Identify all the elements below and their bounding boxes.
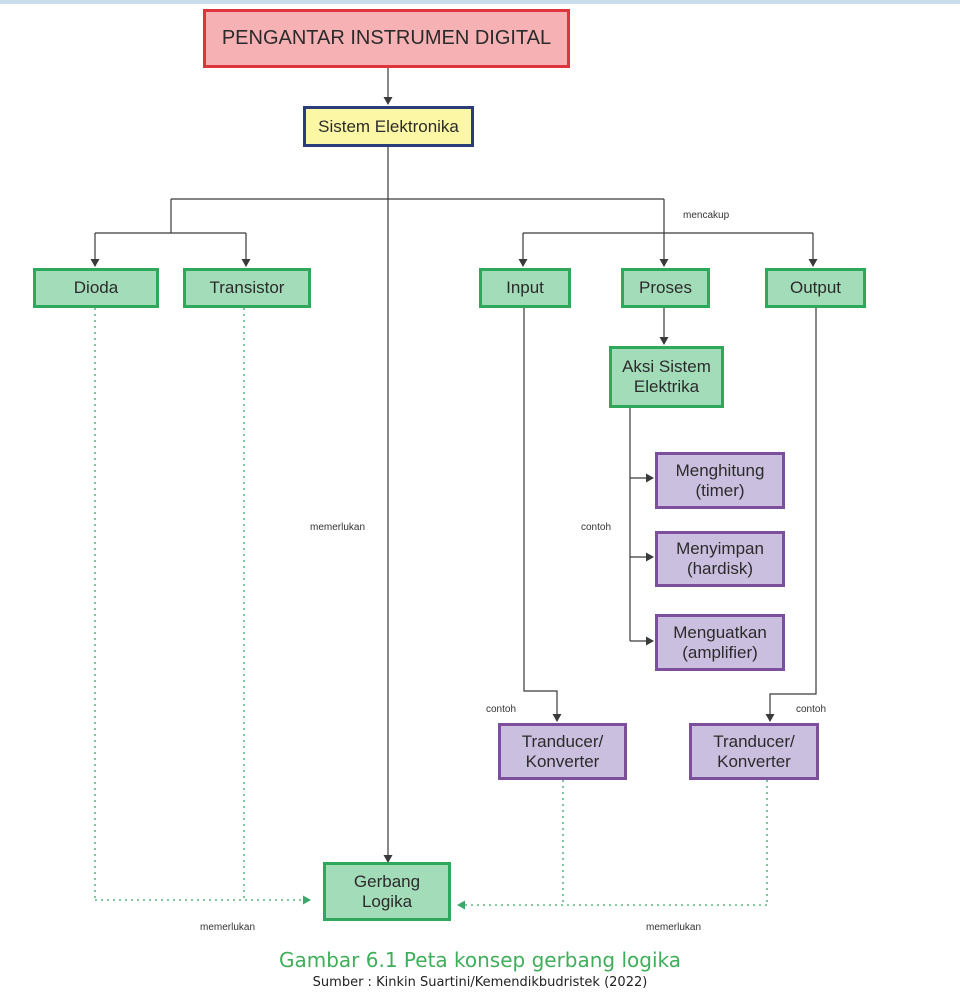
node-label: Aksi Sistem Elektrika <box>622 357 711 396</box>
node-dioda: Dioda <box>33 268 159 308</box>
node-tranducer-right: Tranducer/ Konverter <box>689 723 819 780</box>
label-contoh-input: contoh <box>486 704 517 715</box>
node-label: Menguatkan (amplifier) <box>673 622 767 662</box>
top-border <box>0 0 960 4</box>
node-output: Output <box>765 268 866 308</box>
node-label: Dioda <box>73 278 119 298</box>
node-transistor: Transistor <box>183 268 311 308</box>
node-label: Menyimpan (hardisk) <box>676 539 764 578</box>
node-label: Tranducer/ Konverter <box>713 731 795 771</box>
node-label: Input <box>506 278 544 298</box>
node-menyimpan: Menyimpan (hardisk) <box>655 531 785 587</box>
label-memerlukan-center: memerlukan <box>310 522 366 533</box>
node-gerbang-logika: Gerbang Logika <box>323 862 451 921</box>
node-sistem-elektronika: Sistem Elektronika <box>303 106 474 147</box>
node-tranducer-left: Tranducer/ Konverter <box>498 723 627 780</box>
node-label: Output <box>789 278 842 298</box>
node-label: Tranducer/ Konverter <box>521 731 604 771</box>
figure-caption-source: Sumber : Kinkin Suartini/Kemendikbudrist… <box>312 975 648 990</box>
label-memerlukan-left: memerlukan <box>200 922 256 933</box>
arrow-input-to-tranducer <box>523 307 562 722</box>
node-label: Gerbang Logika <box>353 871 421 911</box>
node-label: PENGANTAR INSTRUMEN DIGITAL <box>221 27 552 49</box>
node-input: Input <box>479 268 571 308</box>
arrow-output-to-tranducer <box>765 307 817 722</box>
label-contoh-output: contoh <box>796 704 827 715</box>
figure-caption-title: Gambar 6.1 Peta konsep gerbang logika <box>278 948 682 972</box>
label-mencakup: mencakup <box>683 210 730 221</box>
node-pengantar-instrumen-digital: PENGANTAR INSTRUMEN DIGITAL <box>203 9 570 68</box>
node-label: Proses <box>639 278 692 298</box>
label-memerlukan-right: memerlukan <box>646 922 702 933</box>
node-aksi-sistem-elektrika: Aksi Sistem Elektrika <box>609 346 724 408</box>
node-menguatkan: Menguatkan (amplifier) <box>655 614 785 671</box>
node-label: Transistor <box>209 278 285 298</box>
node-label: Menghitung (timer) <box>675 460 765 500</box>
node-label: Sistem Elektronika <box>318 116 459 136</box>
node-proses: Proses <box>621 268 710 308</box>
node-menghitung: Menghitung (timer) <box>655 452 785 509</box>
label-contoh-aksi: contoh <box>581 522 612 533</box>
